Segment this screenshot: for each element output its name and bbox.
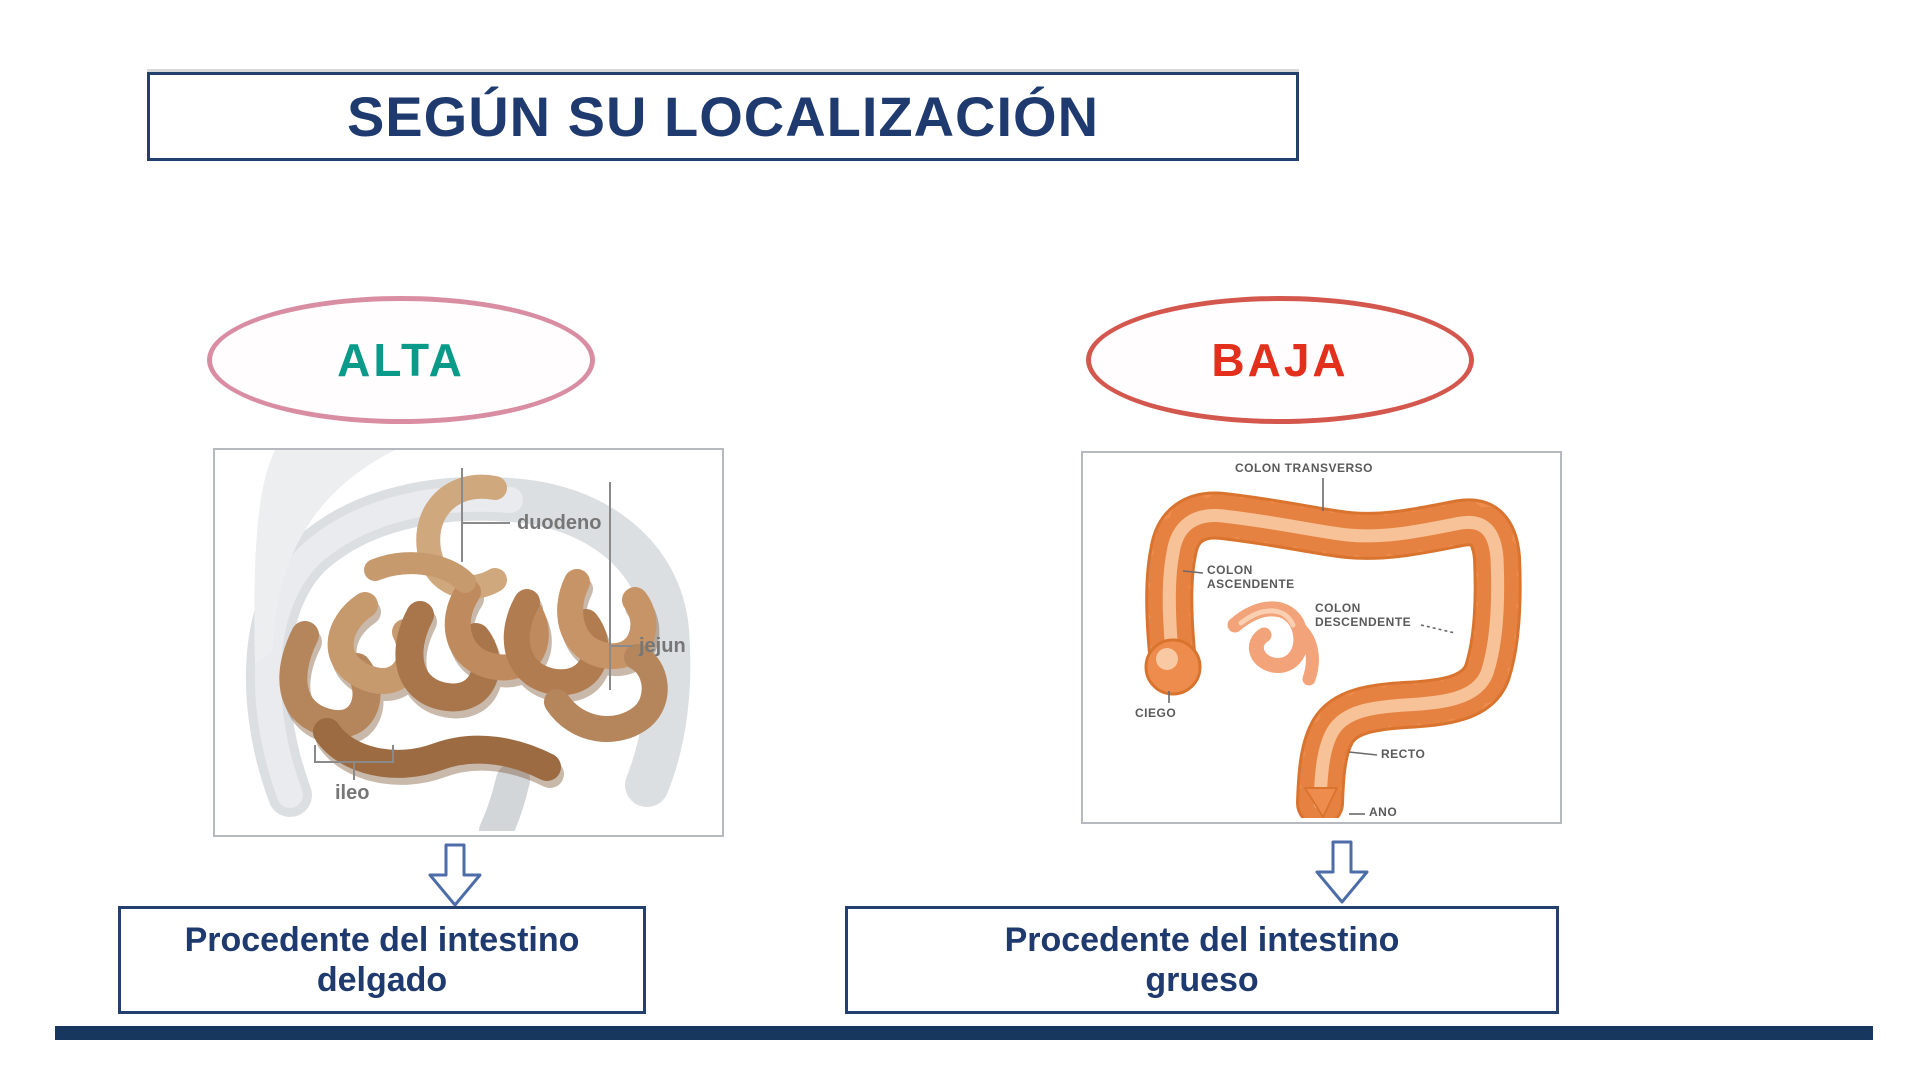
- page-title: SEGÚN SU LOCALIZACIÓN: [346, 85, 1100, 148]
- label-duodeno: duodeno: [517, 512, 602, 534]
- baja-ellipse: BAJA: [1086, 296, 1474, 424]
- caption-box-alta: Procedente del intestino delgado: [118, 906, 646, 1014]
- title-box: SEGÚN SU LOCALIZACIÓN: [147, 72, 1299, 161]
- alta-ellipse: ALTA: [207, 296, 595, 424]
- caption-alta-line1: Procedente del intestino: [184, 920, 580, 959]
- label-ciego: CIEGO: [1135, 706, 1177, 720]
- label-ileo: ileo: [335, 782, 370, 804]
- label-ano: ANO: [1369, 805, 1398, 819]
- small-intestine-illustration: [245, 450, 691, 831]
- label-colon-transverso: COLON TRANSVERSO: [1235, 461, 1374, 475]
- label-jejun: jejun: [639, 635, 686, 657]
- caption-box-baja: Procedente del intestino grueso: [845, 906, 1559, 1014]
- caption-alta-line2: delgado: [316, 961, 448, 999]
- large-intestine-illustration: [1144, 478, 1522, 818]
- label-colon-descendente: COLON DESCENDENTE: [1315, 601, 1412, 629]
- footer-divider: [55, 1026, 1873, 1040]
- down-arrow-icon: [1315, 840, 1369, 904]
- down-arrow-icon: [428, 843, 482, 907]
- caption-baja-line2: grueso: [1145, 961, 1259, 999]
- large-intestine-image: COLON TRANSVERSO COLON ASCENDENTE COLON …: [1081, 451, 1562, 824]
- caption-baja-line1: Procedente del intestino: [1004, 920, 1400, 959]
- small-intestine-image: duodeno jejun ileo: [213, 448, 724, 837]
- label-colon-ascendente: COLON ASCENDENTE: [1207, 563, 1295, 591]
- baja-label: BAJA: [1211, 334, 1349, 386]
- down-arrow-left: [428, 843, 482, 907]
- label-recto: RECTO: [1381, 747, 1426, 761]
- down-arrow-right: [1315, 840, 1369, 904]
- alta-label: ALTA: [337, 334, 465, 386]
